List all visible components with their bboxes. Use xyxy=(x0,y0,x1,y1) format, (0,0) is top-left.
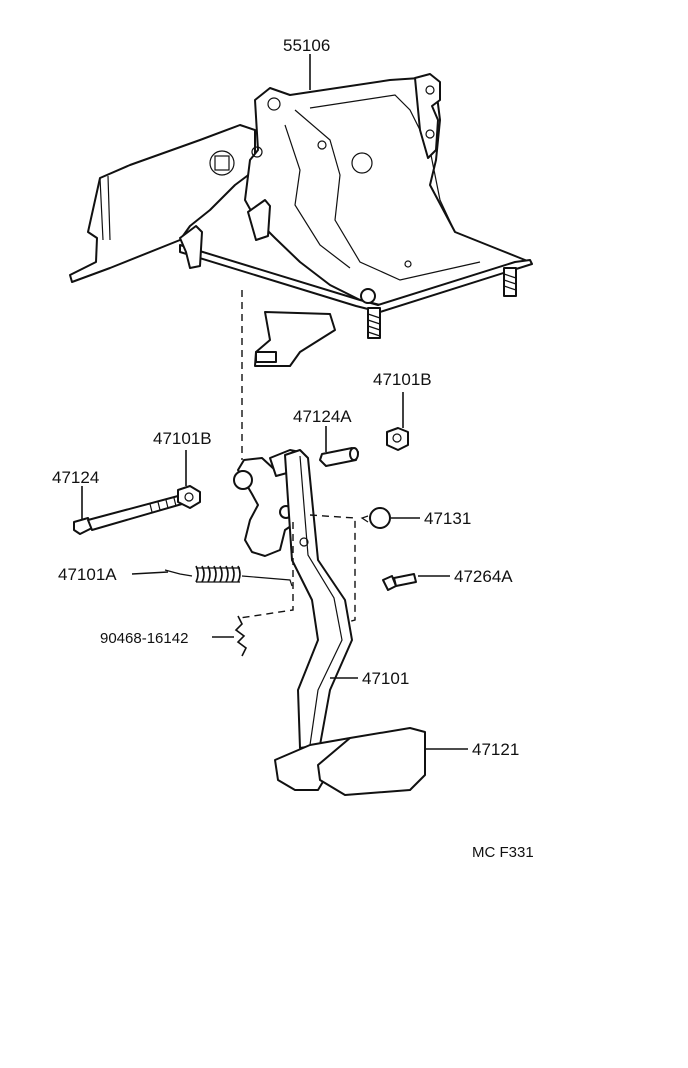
pedal-arm-47101 xyxy=(233,449,356,749)
nut-47101b-left xyxy=(177,450,201,509)
label-47101a: 47101A xyxy=(58,565,117,584)
collar-47124a xyxy=(319,426,359,467)
label-47101: 47101 xyxy=(362,669,409,688)
label-47101b-left: 47101B xyxy=(153,429,212,448)
label-47101b-right: 47101B xyxy=(373,370,432,389)
label-47121: 47121 xyxy=(472,740,519,759)
clip-90468-16142 xyxy=(212,615,248,657)
screw-47264a xyxy=(382,573,450,591)
label-47264a: 47264A xyxy=(454,567,513,586)
label-55106: 55106 xyxy=(283,36,330,55)
leader-lines xyxy=(309,54,468,750)
spring-47101a xyxy=(131,565,293,587)
bolt-47124 xyxy=(73,486,183,535)
label-47124: 47124 xyxy=(52,468,99,487)
label-90468-16142: 90468-16142 xyxy=(100,630,188,647)
pedal-bracket-55106 xyxy=(69,73,533,367)
label-47124a: 47124A xyxy=(293,407,352,426)
diagram-code: MC F331 xyxy=(472,844,534,861)
stopper-47131 xyxy=(360,507,420,529)
pedal-pad-47121 xyxy=(274,727,426,796)
nut-47101b-right xyxy=(386,392,409,451)
label-47131: 47131 xyxy=(424,509,471,528)
